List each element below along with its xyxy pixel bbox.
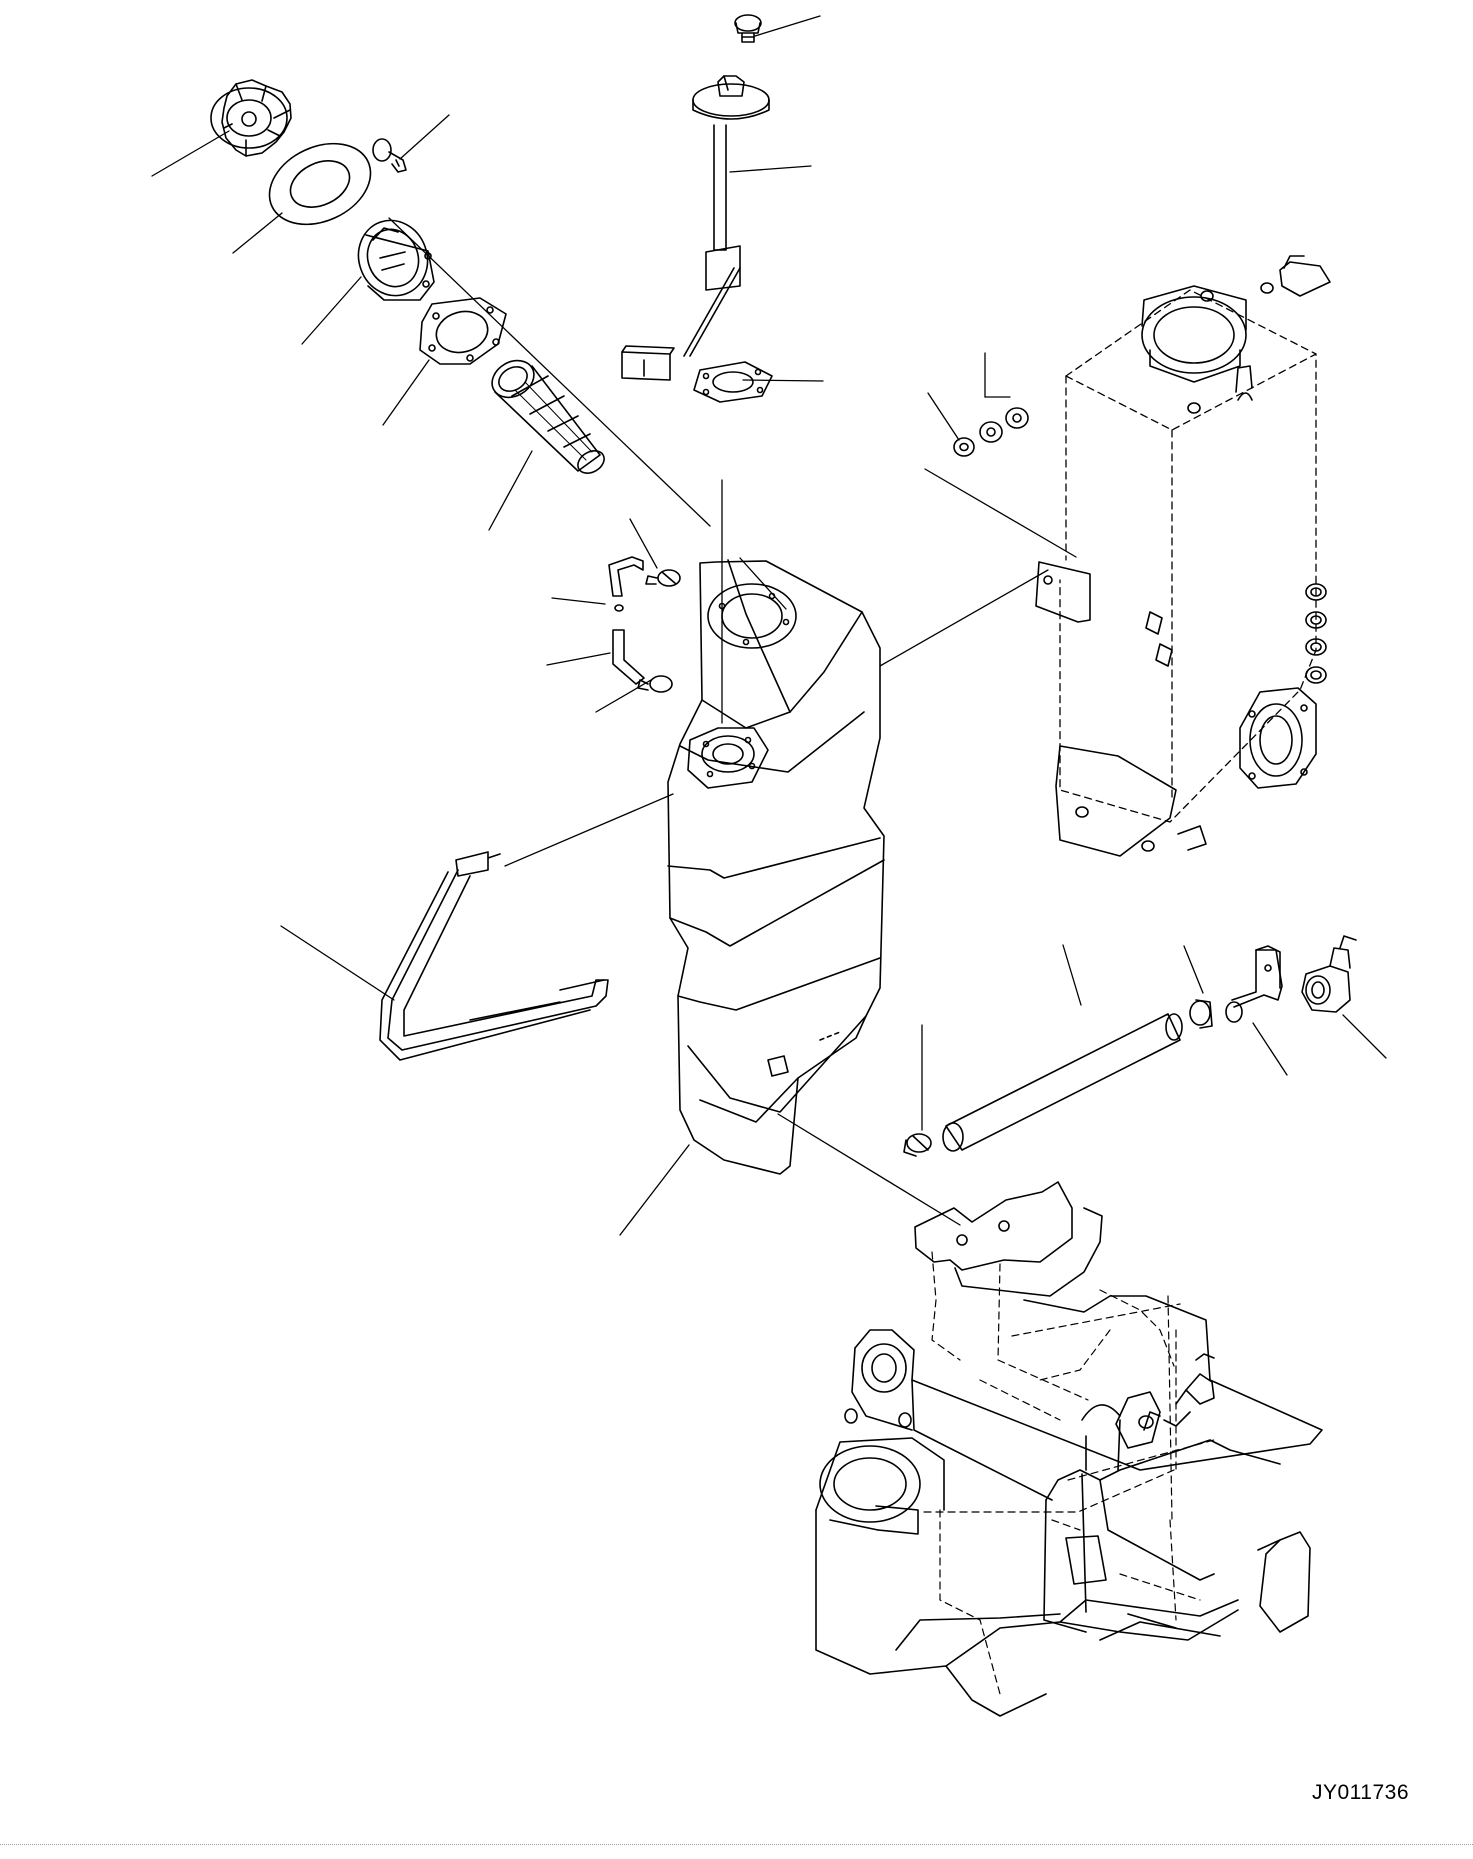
tank-bracket bbox=[1035, 561, 1091, 623]
o-ring-small bbox=[614, 604, 624, 612]
gasket-ring bbox=[268, 142, 372, 226]
hydraulic-tank-reference bbox=[1059, 289, 1317, 823]
machine-frame bbox=[815, 1181, 1323, 1717]
top-bolt bbox=[734, 14, 762, 43]
washer bbox=[953, 437, 975, 457]
breather-hose-lower bbox=[612, 629, 645, 685]
drawing-reference-number: JY011736 bbox=[1311, 1781, 1409, 1804]
fuel-tank bbox=[667, 559, 885, 1175]
hose-clamp-drain-tank bbox=[903, 1133, 932, 1157]
machine-frame-hidden-lines bbox=[923, 1251, 1215, 1695]
drain-valve bbox=[1301, 935, 1357, 1013]
elbow-fitting bbox=[1225, 945, 1283, 1023]
tank-strap bbox=[379, 851, 609, 1061]
hose-clamp-lower bbox=[637, 675, 673, 693]
filler-neck bbox=[357, 219, 435, 301]
nut-pair bbox=[979, 407, 1029, 443]
leader-lines bbox=[151, 15, 1387, 1236]
hose-clamp-upper bbox=[645, 569, 681, 587]
hydraulic-tank-solid-features bbox=[1055, 255, 1331, 857]
fuel-level-sender bbox=[621, 75, 770, 381]
fuel-cap bbox=[210, 79, 292, 157]
drain-hose bbox=[942, 1013, 1183, 1152]
bolt bbox=[372, 138, 407, 173]
breather-hose-upper bbox=[608, 556, 644, 597]
strainer bbox=[491, 359, 605, 474]
sender-gasket bbox=[693, 361, 773, 403]
bottom-border-rule bbox=[0, 1844, 1473, 1845]
flange-gasket bbox=[419, 297, 507, 365]
hose-clamp-drain-valve bbox=[1189, 999, 1213, 1029]
